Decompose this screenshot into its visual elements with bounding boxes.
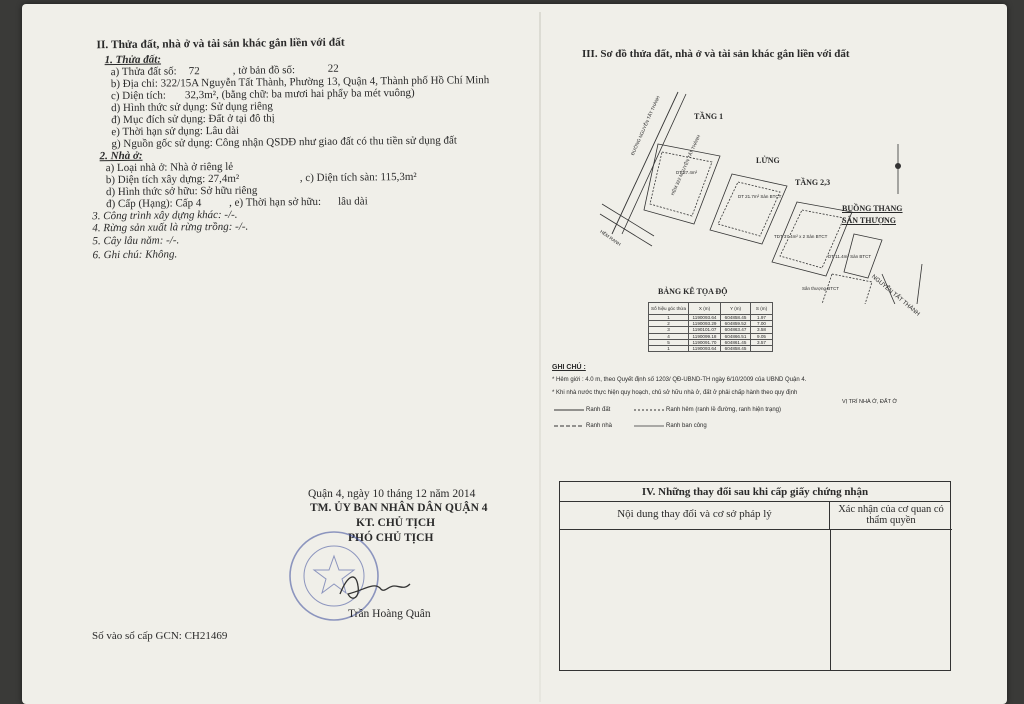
changes-table: IV. Những thay đổi sau khi cấp giấy chứn…	[559, 481, 952, 671]
map-number-label: , tờ bản đồ số:	[232, 64, 296, 77]
coord-cell: 604863.47	[720, 326, 752, 334]
house-term-value: lâu dài	[338, 195, 368, 208]
coord-cell: 7.00	[750, 320, 774, 328]
section3-title: III. Sơ đồ thửa đất, nhà ở và tài sản kh…	[582, 48, 850, 60]
official-stamp	[289, 531, 379, 621]
coord-cell: 604861.45	[720, 338, 752, 347]
coord-cell: 3.58	[750, 326, 774, 334]
legend-lines	[554, 409, 664, 427]
land-area-value: 32,3m², (bằng chữ: ba mươi hai phẩy ba m…	[184, 86, 415, 102]
coord-cell: 1190099.18	[688, 332, 722, 340]
legend-balcony: Ranh ban công	[666, 423, 707, 429]
land-number-value: 72	[188, 65, 200, 78]
coord-header: X (m)	[688, 302, 722, 315]
floor-plan-diagram	[599, 91, 923, 304]
changes-column-approval: Xác nhận của cơ quan có thẩm quyền	[830, 502, 952, 530]
left-page: II. Thửa đất, nhà ở và tài sản khác gắn …	[22, 0, 1007, 262]
terrace-label: SÂN THƯỢNG	[842, 216, 897, 225]
table-row: 5 1190091.70 604861.45 3.57	[647, 338, 774, 347]
table-row: 1 1190093.64 604858.45	[647, 344, 774, 353]
signer-name: Trần Hoàng Quân	[348, 608, 431, 620]
coord-table-title: BẢNG KÊ TỌA ĐỘ	[658, 287, 728, 296]
land-origin: g) Nguồn gốc sử dụng: Công nhận QSDĐ như…	[111, 134, 457, 151]
house-grade: đ) Cấp (Hạng): Cấp 4	[106, 197, 202, 211]
certificate-paper: II. Thửa đất, nhà ở và tài sản khác gắn …	[22, 4, 1007, 704]
stair-label: BUỒNG THANG	[842, 204, 903, 213]
coord-cell	[750, 344, 774, 353]
mezzanine-label: LỬNG	[756, 156, 780, 165]
coord-cell: 1	[647, 344, 690, 353]
floor1-label: TẦNG 1	[694, 112, 724, 121]
land-purpose: đ) Mục đích sử dụng: Đất ở tại đô thị	[111, 112, 275, 127]
signature-mark	[339, 576, 411, 599]
coord-cell: 3	[647, 326, 690, 334]
note-1: * Hẻm giới : 4.0 m, theo Quyết định số 1…	[552, 377, 807, 383]
table-row: 4 1190099.18 604866.51 9.05	[647, 332, 774, 340]
coord-cell: 5	[647, 338, 690, 347]
coord-header-row: Số hiệu góc thửa X (m) Y (m) S (m)	[647, 302, 774, 315]
floor23-label: TẦNG 2,3	[795, 178, 831, 187]
coord-header: Y (m)	[720, 302, 752, 315]
coord-cell: 604866.51	[720, 332, 752, 340]
coord-header: Số hiệu góc thửa	[647, 302, 690, 315]
coord-cell: 1190093.29	[688, 320, 722, 328]
coord-cell: 2	[647, 320, 690, 328]
planted-forest: 4. Rừng sản xuất là rừng trồng: -/-.	[92, 220, 249, 235]
notes-title: GHI CHÚ :	[552, 364, 586, 371]
coord-cell: 604858.45	[720, 313, 752, 322]
sign-org: TM. ỦY BAN NHÂN DÂN QUẬN 4	[310, 502, 488, 514]
table-row: 3 1190101.07 604863.47 3.58	[647, 326, 774, 334]
coord-cell: 9.05	[750, 332, 774, 340]
map-number-value: 22	[327, 62, 339, 75]
legend-house: Ranh nhà	[586, 423, 613, 429]
coord-header: S (m)	[750, 302, 774, 315]
coord-cell: 4	[647, 332, 690, 340]
plan-dt4: DT 11.4m² Sàn BTCT	[828, 254, 872, 259]
note-2: * Khi nhà nước thực hiện quy hoạch, chủ …	[552, 390, 798, 396]
coord-cell: 3.57	[750, 338, 774, 347]
legend-alley: Ranh hẻm (ranh lề đường, ranh hiện trạng…	[666, 407, 782, 413]
coord-cell: 604859.52	[720, 320, 752, 328]
land-area-label: c) Diện tích:	[110, 89, 167, 103]
plan-dt1: DT 27.4m²	[676, 170, 698, 175]
legend-land: Ranh đất	[586, 407, 611, 413]
table-row: 2 1190093.29 604859.52 7.00	[647, 320, 774, 328]
table-row: 1 1190093.64 604858.45 1.97	[647, 313, 774, 322]
perennial-trees: 5. Cây lâu năm: -/-.	[92, 234, 180, 248]
coord-cell: 1190093.64	[688, 313, 722, 322]
coord-cell: 1	[647, 313, 690, 322]
section2-title: II. Thửa đất, nhà ở và tài sản khác gắn …	[96, 36, 345, 52]
column-divider	[830, 530, 831, 670]
gcn-number: Số vào sổ cấp GCN: CH21469	[92, 630, 228, 642]
plan-dt3: TDT 37.4m² x 2 Sàn BTCT	[774, 234, 828, 239]
house-heading: 2. Nhà ở:	[99, 149, 143, 163]
section4-title: IV. Những thay đổi sau khi cấp giấy chứn…	[560, 482, 950, 502]
house-floor-area: , c) Diện tích sàn: 115,3m²	[299, 170, 417, 185]
land-number-label: a) Thửa đất số:	[110, 65, 177, 79]
coord-cell: 1190093.64	[688, 344, 722, 353]
plan-san: Sân thượng BTCT	[802, 286, 839, 291]
note-line: 6. Ghi chú: Không.	[92, 248, 178, 262]
sign-date: Quận 4, ngày 10 tháng 12 năm 2014	[308, 488, 476, 500]
sign-role: PHÓ CHỦ TỊCH	[348, 532, 434, 544]
changes-column-content: Nội dung thay đổi và cơ sở pháp lý	[560, 502, 830, 530]
sign-kt: KT. CHỦ TỊCH	[356, 517, 436, 529]
coord-cell: 604858.45	[720, 344, 752, 353]
coord-cell: 1.97	[750, 313, 774, 322]
coord-cell: 1190091.70	[688, 338, 722, 347]
house-term-label: , e) Thời hạn sở hữu:	[229, 195, 322, 209]
coord-cell: 1190101.07	[688, 326, 722, 334]
plan-dt2: DT 21.7m² Sàn BTCT	[738, 194, 782, 199]
land-heading: 1. Thửa đất:	[104, 53, 162, 67]
coordinate-table: Số hiệu góc thửa X (m) Y (m) S (m) 1 119…	[647, 302, 774, 353]
location-label: VỊ TRÍ NHÀ Ở, ĐẤT Ở	[842, 399, 898, 405]
page-fold	[539, 12, 541, 702]
